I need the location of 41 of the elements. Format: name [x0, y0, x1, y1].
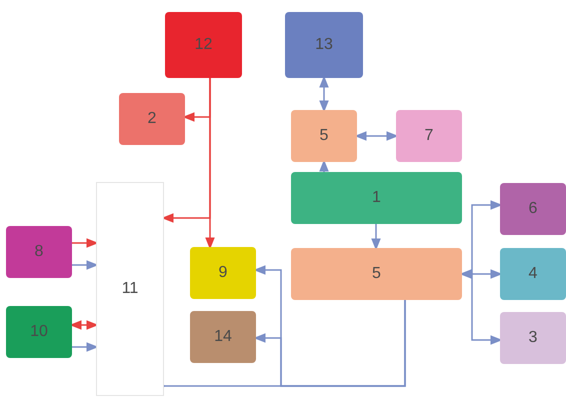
arrow	[319, 160, 329, 172]
colored-box	[500, 248, 566, 300]
arrow	[72, 260, 98, 270]
box-label: 8	[34, 243, 44, 261]
box-label: 11	[122, 280, 138, 298]
arrow	[460, 269, 502, 279]
colored-box	[165, 12, 242, 78]
box-label: 14	[214, 328, 232, 346]
box-label: 7	[424, 127, 434, 145]
colored-box	[396, 110, 462, 162]
arrow	[72, 342, 98, 352]
colored-box	[291, 248, 462, 300]
colored-box	[119, 93, 185, 145]
box-label: 13	[315, 36, 333, 54]
outline-box	[96, 182, 164, 396]
colored-box	[6, 226, 72, 278]
box-label: 5	[320, 127, 328, 145]
arrow	[205, 78, 215, 249]
box-label: 9	[218, 264, 228, 282]
box-label: 6	[528, 200, 538, 218]
arrow	[371, 224, 381, 250]
box-label: 1	[372, 189, 381, 207]
box-label: 4	[528, 265, 538, 283]
box-label: 12	[194, 36, 212, 54]
box-label: 3	[528, 329, 538, 347]
colored-box	[190, 311, 256, 363]
box-label: 10	[30, 323, 48, 341]
colored-box	[6, 306, 72, 358]
colored-box	[190, 247, 256, 299]
box-label: 2	[148, 110, 156, 128]
colored-box	[291, 172, 462, 224]
colored-box	[500, 312, 566, 364]
box-label: 5	[372, 265, 381, 283]
colored-box	[291, 110, 357, 162]
arrow	[72, 238, 98, 248]
arrow	[355, 131, 398, 141]
arrow	[70, 320, 98, 330]
arrow	[319, 76, 329, 112]
colored-box	[500, 183, 566, 235]
arrow	[254, 300, 406, 387]
colored-box	[285, 12, 363, 78]
